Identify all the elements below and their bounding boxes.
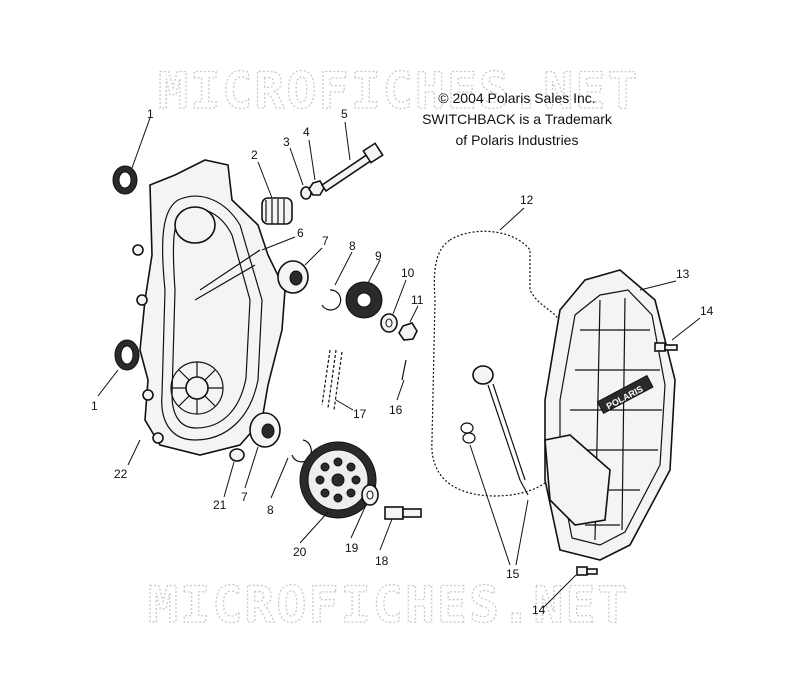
callout-22: 22 [114, 467, 128, 481]
copyright-line: © 2004 Polaris Sales Inc. [438, 90, 596, 106]
watermark-top: MICROFICHES.NET [158, 62, 640, 120]
callout-20: 20 [293, 545, 307, 559]
o-ring-upper [460, 422, 474, 434]
cover-bolt-lower [576, 566, 598, 576]
callout-3: 3 [283, 135, 290, 149]
bearing-upper [277, 260, 309, 294]
callout-8-upper: 8 [349, 239, 356, 253]
callout-14-upper: 14 [700, 304, 714, 318]
callout-7-lower: 7 [241, 490, 248, 504]
callout-19: 19 [345, 541, 359, 555]
gasket [431, 230, 563, 497]
copyright-notice: © 2004 Polaris Sales Inc. SWITCHBACK is … [392, 88, 642, 151]
pin-16 [401, 359, 407, 381]
snap-ring-upper [321, 289, 342, 311]
nut-4 [308, 180, 325, 196]
dipstick [472, 365, 529, 496]
callout-1-lower: 1 [91, 399, 98, 413]
sprocket-upper [345, 281, 383, 319]
callout-8-lower: 8 [267, 503, 274, 517]
callout-6: 6 [297, 226, 304, 240]
chaincase-housing [132, 159, 286, 456]
callout-7-upper: 7 [322, 234, 329, 248]
callout-labels: 1 2 3 4 5 6 7 8 9 10 11 12 13 14 1 17 16… [91, 107, 714, 617]
trademark-owner-line: of Polaris Industries [455, 132, 579, 148]
callout-10: 10 [401, 266, 415, 280]
callout-18: 18 [375, 554, 389, 568]
bolt-18 [384, 506, 422, 520]
bolt-5 [320, 142, 384, 193]
callout-1-upper: 1 [147, 107, 154, 121]
tensioner-roller [261, 197, 293, 225]
chaincase-cover: POLARIS [544, 269, 676, 561]
callout-12: 12 [520, 193, 534, 207]
bearing-lower [249, 412, 281, 448]
callout-4: 4 [303, 125, 310, 139]
callout-16: 16 [389, 403, 403, 417]
callout-15: 15 [506, 567, 520, 581]
cover-bolt-upper [654, 342, 678, 352]
callout-5: 5 [341, 107, 348, 121]
callout-9: 9 [375, 249, 382, 263]
sprocket-lower [299, 441, 377, 519]
trademark-line: SWITCHBACK is a Trademark [422, 111, 612, 127]
o-ring-lower [462, 432, 476, 444]
callout-13: 13 [676, 267, 690, 281]
housing-hub [170, 361, 224, 415]
callout-2: 2 [251, 148, 258, 162]
nut-11 [398, 322, 418, 341]
callout-17: 17 [353, 407, 367, 421]
plug-21 [229, 448, 245, 462]
watermark-bottom: MICROFICHES.NET [148, 576, 630, 634]
drive-chain [321, 349, 343, 411]
callout-11: 11 [411, 293, 424, 307]
callout-21: 21 [213, 498, 227, 512]
callout-14-lower: 14 [532, 603, 546, 617]
leader-lines [97, 117, 701, 609]
